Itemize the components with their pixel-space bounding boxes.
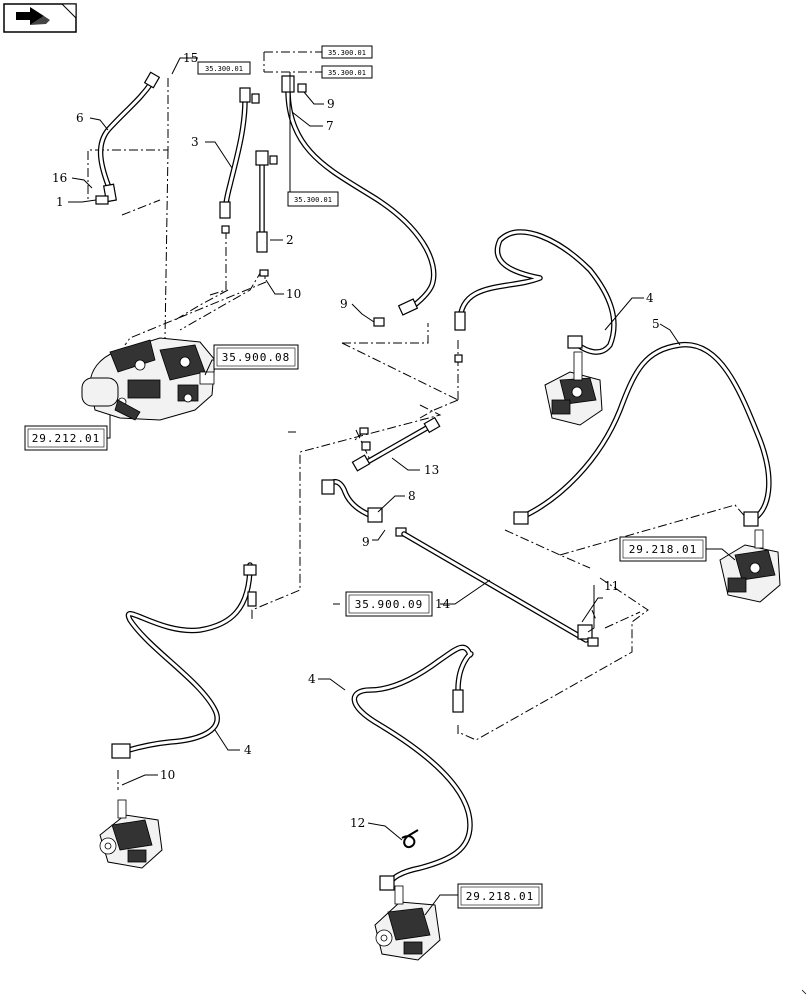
hose-2: [255, 150, 278, 277]
ref-box[interactable]: 35.300.01: [287, 191, 339, 207]
callout-1: 1: [56, 195, 64, 209]
hose-4-right: [351, 644, 474, 891]
callout-15: 15: [183, 51, 198, 65]
ref-box[interactable]: 29.212.01: [24, 425, 108, 451]
callout-5: 5: [652, 317, 660, 331]
callout-10: 10: [160, 768, 175, 782]
clip-12: [401, 829, 419, 848]
ref-box[interactable]: 35.300.01: [197, 61, 251, 75]
motor-lower-left: [99, 799, 163, 869]
ref-text: 29.212.01: [32, 432, 101, 445]
main-pump: [81, 337, 216, 421]
tube-14: [401, 531, 599, 647]
ref-box[interactable]: 35.900.08: [213, 344, 299, 370]
callout-4: 4: [308, 672, 316, 686]
ref-text: 35.300.01: [294, 196, 332, 204]
callout-13: 13: [424, 463, 439, 477]
ref-box[interactable]: 35.300.01: [321, 65, 373, 79]
callout-8: 8: [408, 489, 416, 503]
ref-text: 35.300.01: [328, 49, 366, 57]
hose-3: [219, 87, 260, 234]
ref-text: 35.900.09: [355, 598, 424, 611]
next-page-button[interactable]: [3, 3, 77, 33]
leader-lines: [68, 57, 736, 916]
callout-6: 6: [76, 111, 84, 125]
callout-14: 14: [435, 597, 451, 611]
ref-text: 29.218.01: [466, 890, 535, 903]
hose-5: [513, 342, 772, 527]
ref-text: 29.218.01: [629, 543, 698, 556]
hose-7: [281, 75, 437, 327]
hose-6: [95, 71, 161, 205]
motor-upper-right: [544, 351, 603, 426]
motor-right: [719, 529, 781, 603]
components: [81, 337, 781, 961]
callout-11: 11: [604, 579, 619, 593]
callout-numbers: 15 6 16 1 3 9 7 2 10 9 4 5 13 8 9 14 11 …: [52, 51, 660, 830]
corner-mark: [801, 989, 807, 995]
callout-9: 9: [340, 297, 348, 311]
hose-8: [321, 479, 407, 537]
tube-13: [351, 416, 441, 472]
callout-9: 9: [327, 97, 335, 111]
hose-4-left: [111, 562, 257, 759]
ref-box[interactable]: 35.300.01: [321, 45, 373, 59]
hoses: [95, 71, 772, 891]
callout-16: 16: [52, 171, 67, 185]
hose-4-upper: [454, 229, 617, 363]
callout-4: 4: [646, 291, 654, 305]
callout-7: 7: [326, 119, 334, 133]
next-page-arrow-icon: [16, 7, 50, 25]
callout-12: 12: [350, 816, 365, 830]
ref-text: 35.300.01: [328, 69, 366, 77]
ref-box[interactable]: 29.218.01: [457, 883, 543, 909]
ref-box[interactable]: 29.218.01: [619, 536, 707, 562]
callout-10: 10: [286, 287, 301, 301]
callout-4: 4: [244, 743, 252, 757]
callout-2: 2: [286, 233, 294, 247]
callout-9: 9: [362, 535, 370, 549]
ref-box[interactable]: 35.900.09: [345, 591, 433, 617]
ref-text: 35.900.08: [222, 351, 291, 364]
reference-boxes: 35.300.01 35.300.01 35.300.01 35.300.01 …: [24, 45, 707, 909]
callout-3: 3: [191, 135, 199, 149]
ref-text: 35.300.01: [205, 65, 243, 73]
motor-bottom: [374, 885, 441, 961]
